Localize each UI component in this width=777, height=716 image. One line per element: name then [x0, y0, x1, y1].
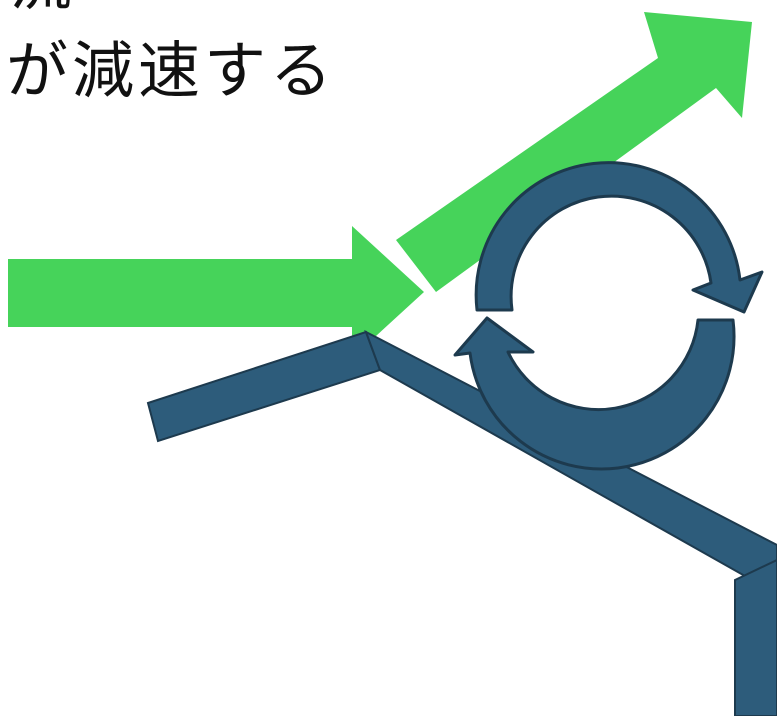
- vortex-upper-arc-icon: [474, 161, 764, 314]
- caption-top-line: 流: [10, 0, 78, 14]
- wall-segment-left: [146, 330, 382, 443]
- outgoing-flow-arrow-icon: [396, 12, 752, 292]
- caption-text: が減速する: [6, 34, 337, 107]
- wall-segment-right: [734, 558, 777, 716]
- vortex-lower-arc-icon: [453, 316, 736, 471]
- incoming-flow-arrow-icon: [8, 226, 424, 358]
